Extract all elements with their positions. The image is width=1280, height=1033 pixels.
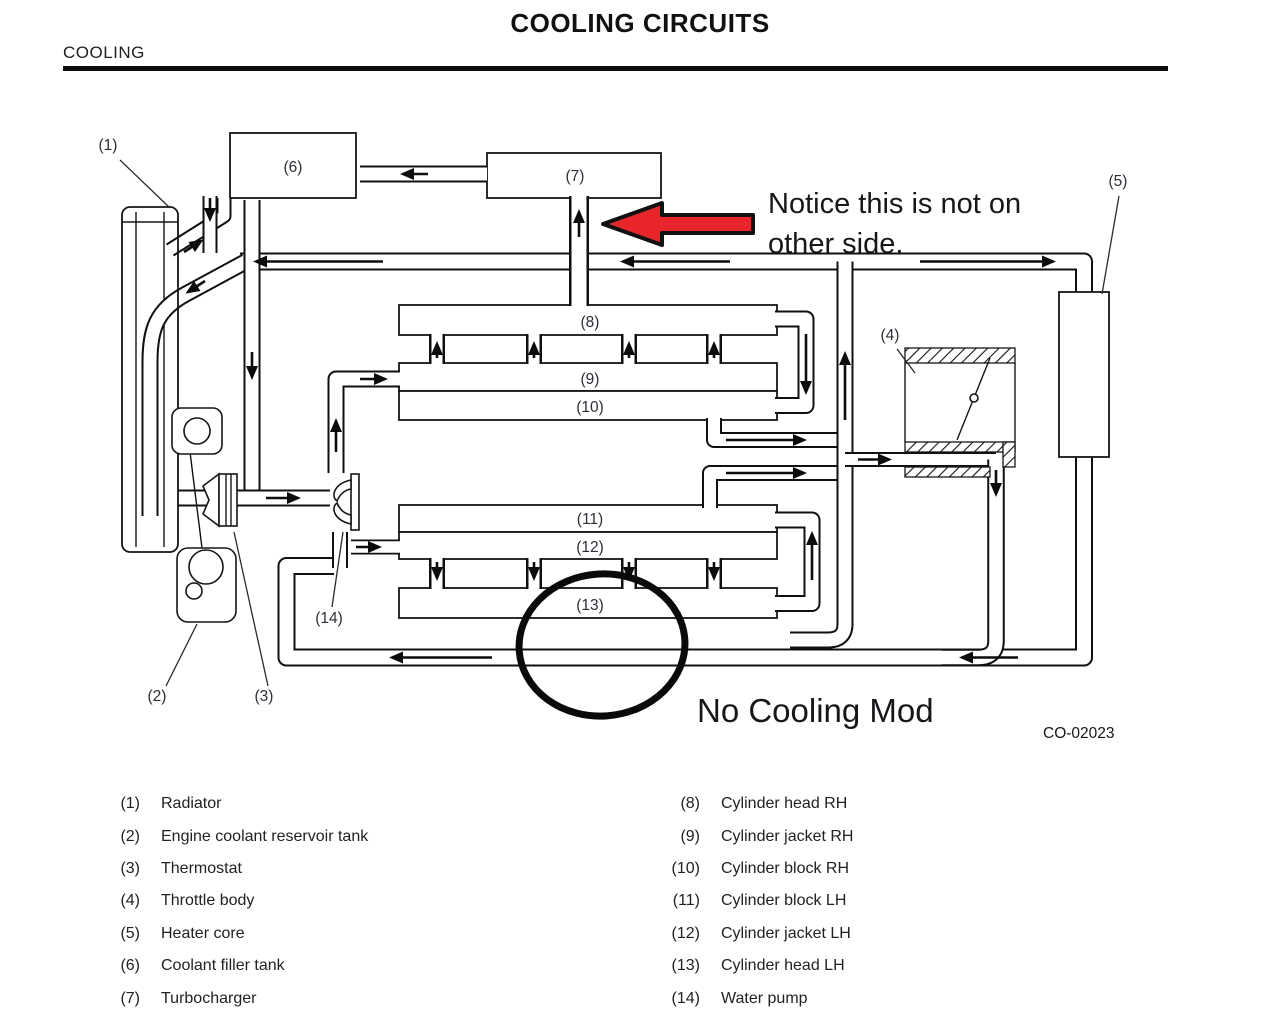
red-callout-arrow-icon xyxy=(601,201,755,247)
legend-item: (12)Cylinder jacket LH xyxy=(671,924,851,942)
legend-item: (2)Engine coolant reservoir tank xyxy=(120,827,369,845)
no-cooling-mod-annotation: No Cooling Mod xyxy=(697,692,934,729)
page-title: COOLING CIRCUITS xyxy=(510,8,770,38)
legend-item: (11)Cylinder block LH xyxy=(672,892,847,910)
label-radiator: (1) xyxy=(99,137,118,154)
label-water-pump: (14) xyxy=(315,610,343,627)
legend-item: (14)Water pump xyxy=(671,989,808,1007)
thermostat xyxy=(202,472,238,528)
label-cyl-block-rh: (10) xyxy=(576,399,604,416)
flow-arrows xyxy=(183,168,1056,664)
label-cyl-head-lh: (13) xyxy=(576,597,604,614)
highlight-ellipse xyxy=(515,570,689,720)
cooling-circuit-diagram: (1) (2) (3) (4) (5) (6) (7) (8) (9) (10)… xyxy=(99,132,1128,742)
heater-core-box xyxy=(1058,291,1110,458)
label-thermostat: (3) xyxy=(255,688,274,705)
legend-item: (5)Heater core xyxy=(120,924,245,942)
notice-annotation-line2: other side. xyxy=(768,228,903,260)
radiator-hose-connector xyxy=(171,407,223,455)
legend-item: (1)Radiator xyxy=(120,795,222,813)
reservoir-tank xyxy=(176,547,237,623)
label-turbocharger: (7) xyxy=(566,168,585,185)
throttle-valve-pivot xyxy=(969,393,979,403)
label-cyl-block-lh: (11) xyxy=(577,511,603,528)
label-heater-core: (5) xyxy=(1109,173,1128,190)
cylinder-jacket-rh-box xyxy=(398,362,778,392)
legend-item: (13)Cylinder head LH xyxy=(671,957,845,975)
legend-left-column: (1)Radiator (2)Engine coolant reservoir … xyxy=(104,788,368,1015)
reservoir-hose xyxy=(189,451,204,557)
label-throttle-body: (4) xyxy=(881,327,900,344)
radiator-outline xyxy=(121,206,179,553)
throttle-body xyxy=(904,347,1016,478)
diagram-svg: (1) (2) (3) (4) (5) (6) (7) (8) (9) (10)… xyxy=(99,132,1128,742)
label-cyl-head-rh: (8) xyxy=(581,314,600,331)
notice-annotation-line1: Notice this is not on xyxy=(768,188,1021,220)
legend-right-column: (8)Cylinder head RH (9)Cylinder jacket R… xyxy=(654,788,854,1015)
legend-item: (6)Coolant filler tank xyxy=(120,957,285,975)
legend-item: (8)Cylinder head RH xyxy=(680,795,848,813)
component-labels: (1) (2) (3) (4) (5) (6) (7) (8) (9) (10)… xyxy=(99,137,1128,705)
legend-item: (7)Turbocharger xyxy=(120,989,257,1007)
label-filler-tank: (6) xyxy=(284,159,303,176)
section-divider xyxy=(63,66,1168,71)
label-cyl-jacket-rh: (9) xyxy=(581,371,600,388)
label-reservoir: (2) xyxy=(148,688,167,705)
legend-item: (3)Thermostat xyxy=(120,859,242,877)
legend-item: (10)Cylinder block RH xyxy=(671,859,850,877)
label-cyl-jacket-lh: (12) xyxy=(576,539,604,556)
water-pump xyxy=(330,473,360,532)
section-label: COOLING xyxy=(63,43,145,62)
cylinder-head-lh-box xyxy=(398,587,778,619)
coolant-filler-tank-box xyxy=(229,132,357,199)
figure-code: CO-02023 xyxy=(1043,725,1115,742)
legend-item: (9)Cylinder jacket RH xyxy=(680,827,854,845)
legend-item: (4)Throttle body xyxy=(120,892,255,910)
